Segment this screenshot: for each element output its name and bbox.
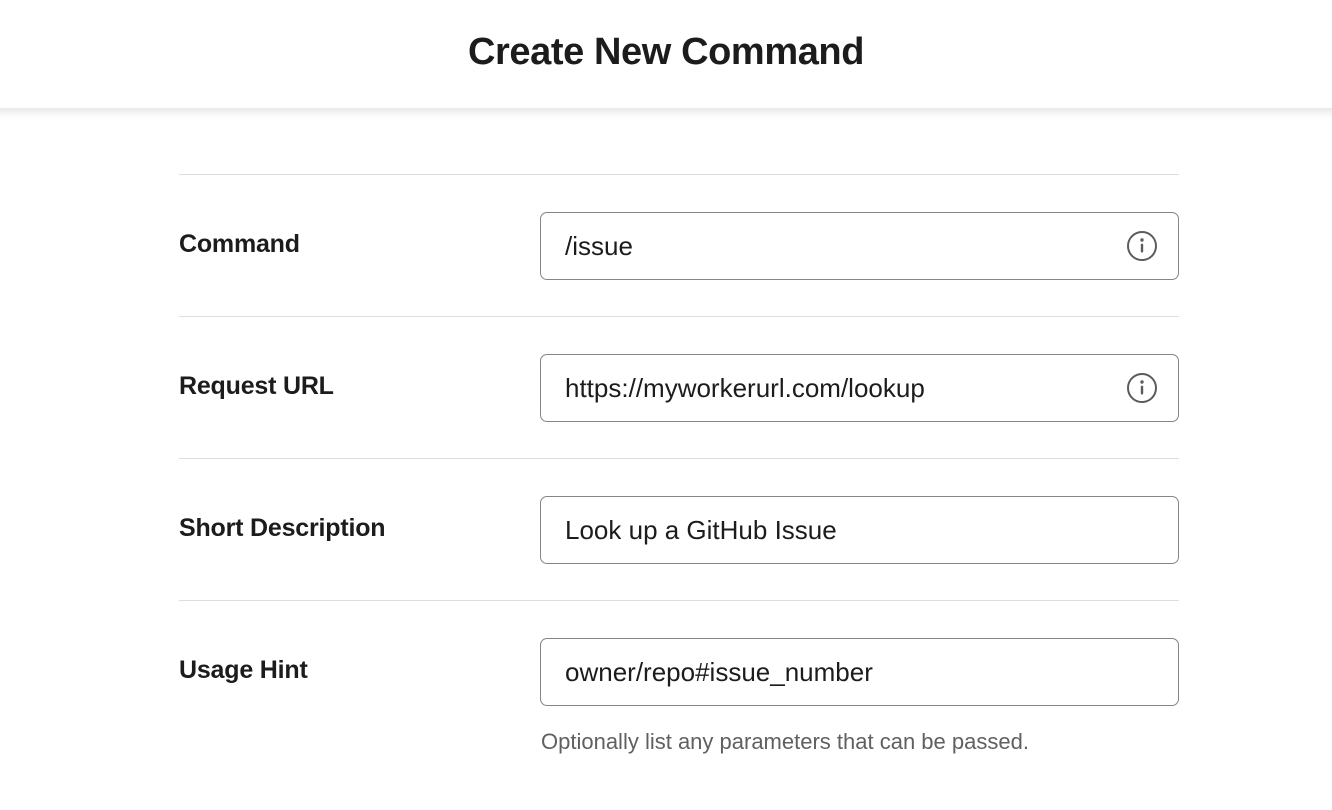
form-divider-top	[179, 174, 1179, 175]
command-input-wrapper[interactable]	[540, 212, 1179, 280]
field-col-command	[540, 212, 1179, 280]
field-col-usage-hint: Optionally list any parameters that can …	[540, 638, 1179, 756]
field-col-request-url	[540, 354, 1179, 422]
modal-header: Create New Command	[0, 0, 1332, 108]
label-short-description: Short Description	[179, 514, 386, 542]
page-title: Create New Command	[467, 31, 865, 73]
command-form: Command	[179, 108, 1179, 792]
form-row-usage-hint: Usage Hint Optionally list any parameter…	[179, 601, 1179, 792]
command-input[interactable]	[541, 230, 1126, 262]
info-icon[interactable]	[1126, 372, 1158, 404]
short-description-input-wrapper[interactable]	[540, 496, 1179, 564]
request-url-input[interactable]	[541, 372, 1126, 404]
form-divider-2	[179, 458, 1179, 459]
label-usage-hint: Usage Hint	[179, 656, 308, 684]
modal-body: Command	[0, 108, 1332, 792]
form-divider-3	[179, 600, 1179, 601]
request-url-input-wrapper[interactable]	[540, 354, 1179, 422]
form-row-command: Command	[179, 175, 1179, 316]
label-request-url: Request URL	[179, 372, 334, 400]
usage-hint-input-wrapper[interactable]	[540, 638, 1179, 706]
label-command: Command	[179, 230, 300, 258]
short-description-input[interactable]	[541, 514, 1178, 546]
usage-hint-helper-text: Optionally list any parameters that can …	[541, 729, 1029, 754]
usage-hint-input[interactable]	[541, 656, 1178, 688]
form-row-request-url: Request URL	[179, 317, 1179, 458]
form-row-short-description: Short Description	[179, 459, 1179, 600]
field-col-short-description	[540, 496, 1179, 564]
form-divider-1	[179, 316, 1179, 317]
info-icon[interactable]	[1126, 230, 1158, 262]
